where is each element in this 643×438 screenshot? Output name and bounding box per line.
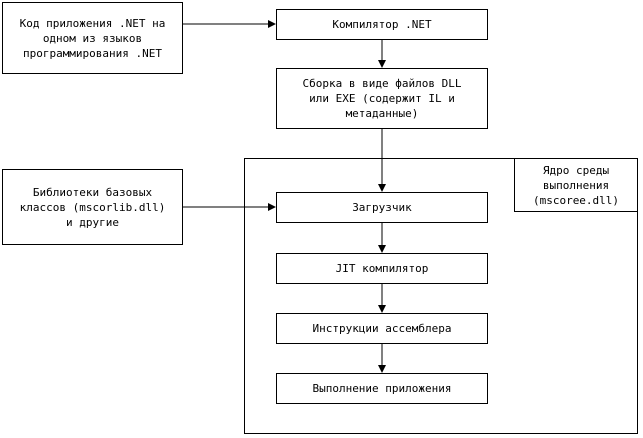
base-libraries-node: Библиотеки базовых классов (mscorlib.dll…: [2, 169, 183, 245]
source-code-node: Код приложения .NET на одном из языков п…: [2, 2, 183, 74]
jit-compiler-node: JIT компилятор: [276, 253, 488, 284]
runtime-core-label: Ядро среды выполнения (mscoree.dll): [514, 158, 638, 212]
compiler-node: Компилятор .NET: [276, 9, 488, 40]
loader-node: Загрузчик: [276, 192, 488, 223]
app-execution-node: Выполнение приложения: [276, 373, 488, 404]
assembly-node: Сборка в виде файлов DLL или EXE (содерж…: [276, 68, 488, 129]
assembler-instructions-node: Инструкции ассемблера: [276, 313, 488, 344]
